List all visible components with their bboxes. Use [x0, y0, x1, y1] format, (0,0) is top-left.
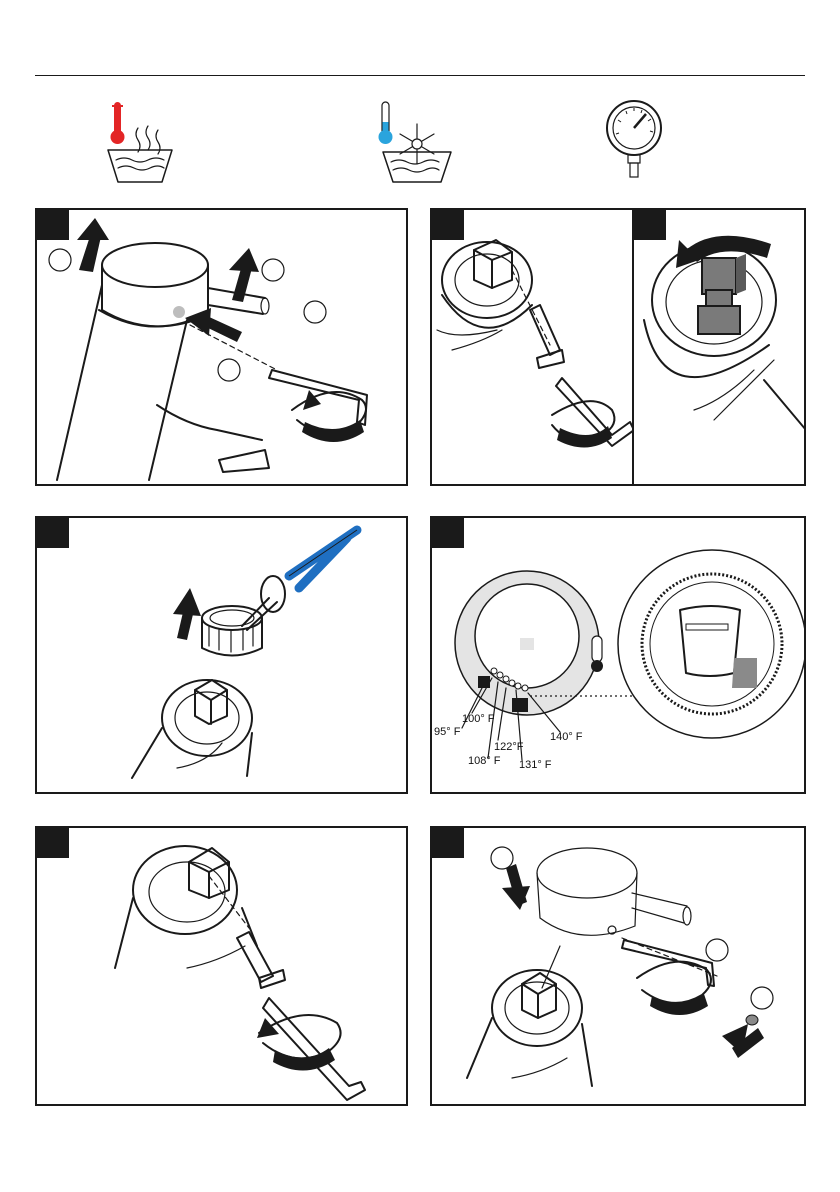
temp-label-131: 131° F	[519, 759, 552, 771]
step-remove-screw-panel	[430, 208, 806, 486]
remove-screw-illustration	[432, 210, 632, 486]
pressure-gauge-icon	[602, 98, 667, 184]
temp-label-108: 108° F	[468, 755, 501, 767]
step-number-tab	[37, 518, 69, 548]
step-number-tab	[432, 210, 464, 240]
remove-ring-illustration	[37, 518, 408, 794]
step-remove-cartridge-subpanel	[632, 210, 806, 484]
temperature-dial-illustration	[432, 518, 806, 794]
cold-water-icon	[375, 98, 460, 184]
step-remove-handle-panel	[35, 208, 408, 486]
step-number-tab	[432, 828, 464, 858]
remove-handle-illustration	[37, 210, 408, 486]
reinstall-handle-illustration	[432, 828, 806, 1106]
temp-label-95: 95° F	[434, 726, 460, 738]
step-number-tab	[634, 210, 666, 240]
step-number-tab	[37, 210, 69, 240]
temp-label-140: 140° F	[550, 731, 583, 743]
temp-label-100: 100° F	[462, 713, 495, 725]
step-remove-ring-panel	[35, 516, 408, 794]
remove-cartridge-illustration	[634, 210, 806, 486]
hot-water-icon	[100, 98, 180, 184]
reinstall-screw-illustration	[37, 828, 408, 1106]
step-number-tab	[37, 828, 69, 858]
step-temperature-limit-panel: 95° F 100° F 108° F 122°F 131° F 140° F	[430, 516, 806, 794]
header-rule	[35, 75, 805, 76]
step-reinstall-handle-panel	[430, 826, 806, 1106]
step-reinstall-screw-panel	[35, 826, 408, 1106]
temp-label-122: 122°F	[494, 741, 523, 753]
